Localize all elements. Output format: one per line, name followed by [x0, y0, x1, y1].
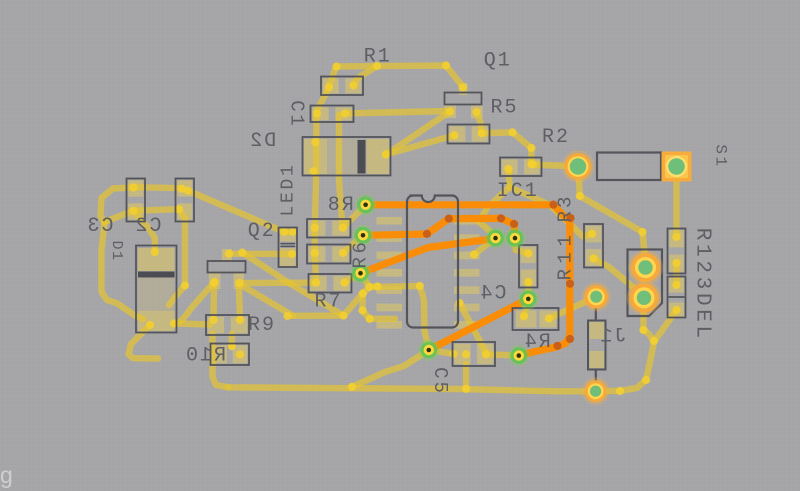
- svg-text:S1: S1: [712, 144, 730, 168]
- svg-text:R8: R8: [326, 194, 354, 217]
- svg-text:C5: C5: [429, 367, 451, 396]
- svg-text:J1: J1: [598, 326, 626, 349]
- svg-text:R123DEL: R123DEL: [691, 228, 714, 342]
- svg-text:R10: R10: [184, 345, 226, 368]
- svg-text:C4: C4: [478, 283, 506, 306]
- svg-text:C2: C2: [133, 215, 161, 238]
- svg-text:D2: D2: [248, 130, 276, 153]
- svg-text:R6: R6: [350, 238, 372, 268]
- svg-text:R9: R9: [248, 314, 276, 337]
- svg-text:R2: R2: [542, 126, 570, 149]
- svg-text:g: g: [0, 462, 13, 488]
- svg-text:Q2: Q2: [248, 220, 276, 243]
- svg-text:Q1: Q1: [484, 50, 512, 73]
- svg-text:R1: R1: [364, 46, 392, 69]
- svg-text:R7: R7: [314, 291, 342, 314]
- svg-text:R5: R5: [490, 97, 518, 120]
- svg-text:IC1: IC1: [497, 180, 539, 203]
- svg-text:C1: C1: [285, 100, 307, 128]
- svg-text:D1: D1: [108, 240, 125, 261]
- svg-text:R3: R3: [555, 194, 577, 223]
- svg-text:R11: R11: [555, 230, 577, 281]
- svg-text:R4: R4: [523, 331, 551, 354]
- svg-text:LED1: LED1: [278, 162, 298, 216]
- svg-text:C3: C3: [85, 215, 113, 238]
